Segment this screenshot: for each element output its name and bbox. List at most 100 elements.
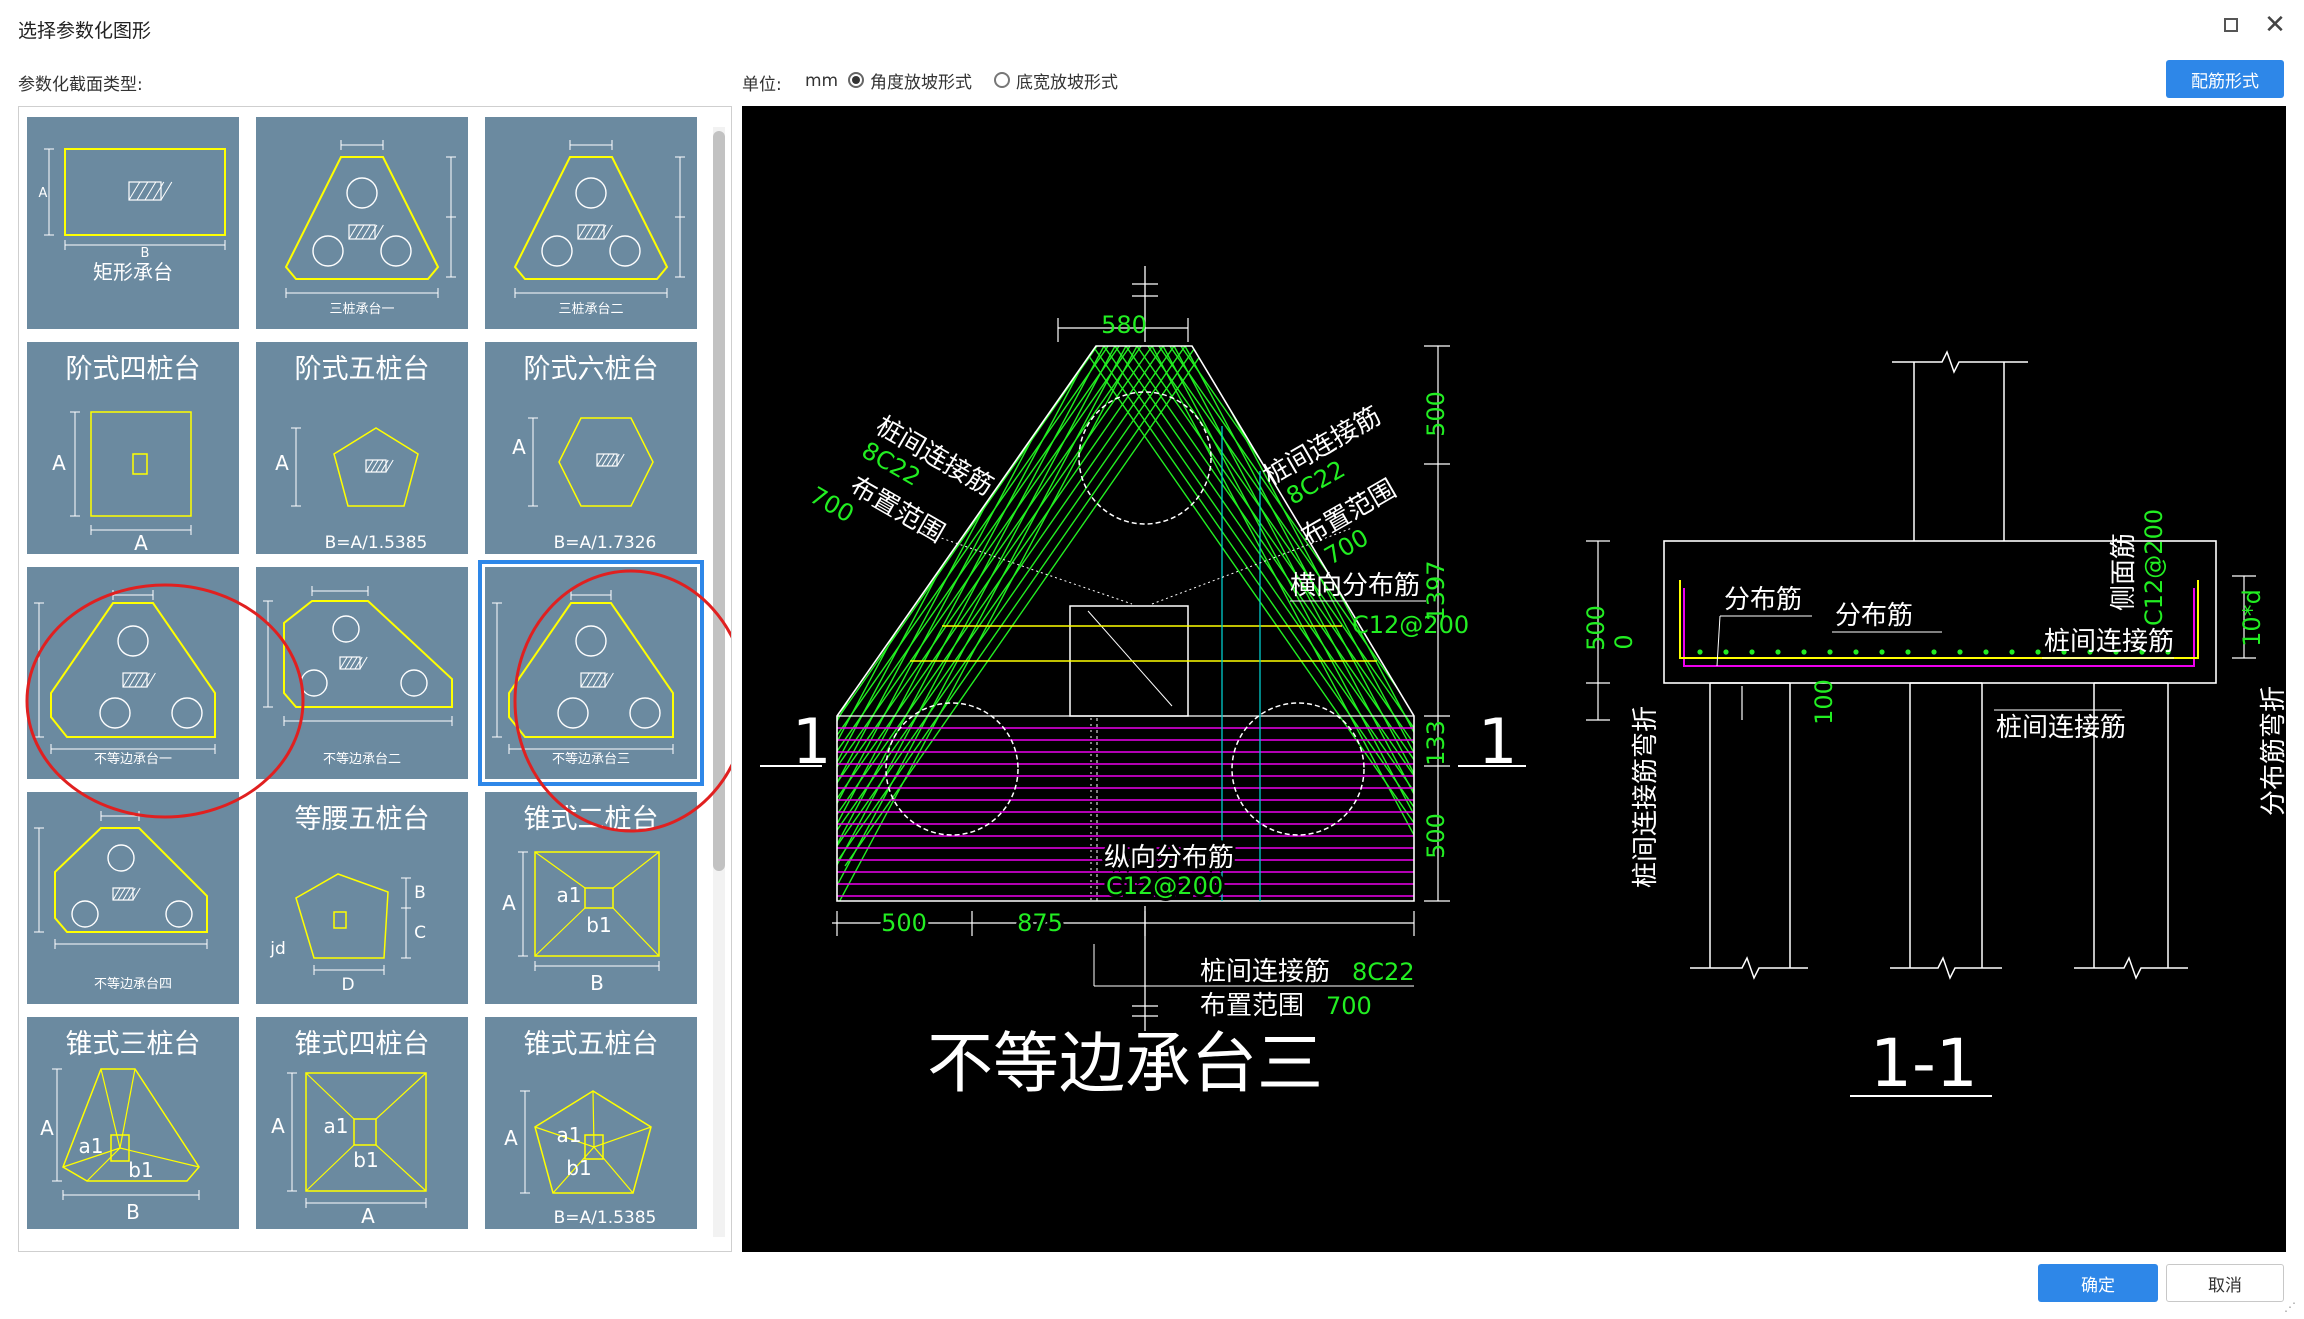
thumbnail-name: 三桩承台二 [558,302,623,317]
close-icon[interactable]: ✕ [2264,10,2286,40]
pile-circle-right [1231,702,1365,836]
rebar-form-button-label: 配筋形式 [2191,71,2259,92]
thumbnail-name: 锥式五桩台 [524,1029,659,1060]
window-title: 选择参数化图形 [18,20,152,42]
thumbnail-item[interactable]: 不等边承台三 [478,560,704,786]
radio-angle-label: 角度放坡形式 [870,72,972,93]
thumbnail-drawing: 不等边承台一 [34,590,216,767]
section-dim-left: 500 [1582,605,1610,651]
thumbnail-item[interactable]: 三桩承台一 [256,117,468,329]
thumbnail-item[interactable]: 不等边承台一 [27,567,239,779]
radio-checked-icon[interactable] [848,72,864,88]
dim-label: A [134,531,148,554]
section-side-val: C12@200 [2140,509,2168,626]
pile-circle-left [885,702,1019,836]
label-bottom-link: 桩间连接筋 [1200,957,1330,987]
dim-label: A [275,451,289,475]
section-dim-100: 100 [1810,679,1838,725]
thumbnail-name: 不等边承台三 [552,751,630,767]
dim-right-low: 133 [1422,720,1450,766]
dim-bottom-left: 500 [881,909,927,937]
ok-button-label: 确定 [2081,1275,2115,1296]
thumbnail-caption: B=A/1.5385 [554,1208,657,1228]
dim-label: A [40,1116,54,1140]
radio-unchecked-icon[interactable] [994,72,1010,88]
scrollbar-thumb[interactable] [713,131,725,871]
thumbnail-drawing: 三桩承台二 [513,140,685,317]
dim-bottom-mid: 875 [1017,909,1063,937]
section-dist-2: 分布筋 [1835,601,1913,631]
thumbnail-name: 不等边承台一 [94,751,172,767]
thumbnail-item[interactable]: 阶式四桩台 A A [27,342,239,555]
section-link-top: 桩间连接筋 [2044,627,2174,657]
cancel-button[interactable]: 取消 [2166,1264,2284,1302]
dim-top: 580 [1101,311,1147,339]
thumbnail-name: 矩形承台 [93,260,173,284]
section-title: 1-1 [1870,1025,1978,1102]
thumbnail-caption: B=A/1.7326 [554,533,657,553]
dim-label: A [52,451,66,475]
radio-width-slope[interactable]: 底宽放坡形式 [994,67,1118,93]
unit-label: 单位: [742,75,782,95]
thumbnail-name: 等腰五桩台 [295,804,430,835]
thumbnail-name: 不等边承台二 [323,751,401,767]
dim-right-mid: 1397 [1422,560,1450,621]
thumbnail-item[interactable]: 三桩承台二 [485,117,697,329]
resize-grip-icon[interactable]: ⋰ [2284,1300,2296,1314]
radio-width-label: 底宽放坡形式 [1016,72,1118,93]
label-transverse: 横向分布筋 [1290,571,1420,601]
rebar-form-button[interactable]: 配筋形式 [2166,60,2284,98]
thumbnail-name: 锥式二桩台 [524,804,659,835]
maximize-icon[interactable] [2224,18,2238,32]
dim-label: A [361,1204,375,1228]
dim-label: A [512,435,526,459]
dim-label: a1 [324,1114,349,1138]
section-dim-left2: 0 [1610,634,1638,649]
section-left-bend: 桩间连接筋弯折 [1631,706,1661,888]
dim-label: B [126,1200,140,1224]
thumbnail-item[interactable]: 不等边承台二 [256,567,468,779]
thumbnail-item[interactable]: 不等边承台四 [27,792,239,1004]
thumbnail-drawing: 阶式四桩台 A A [52,354,201,555]
dim-label: D [341,975,354,995]
thumbnail-drawing: 不等边承台四 [34,811,208,992]
drawing-preview: 580 500 1397 133 500 500 875 1 1 [742,106,2289,1252]
label-transverse-val: C12@200 [1352,611,1469,639]
label-bottom-link-val: 8C22 [1352,958,1415,986]
label-longitudinal-val: C12@200 [1106,872,1223,900]
radio-angle-slope[interactable]: 角度放坡形式 [848,67,972,93]
thumbnail-item[interactable]: 阶式五桩台 A B=A/1.5385 [256,342,468,554]
thumbnail-drawing: 阶式五桩台 A B=A/1.5385 [275,354,430,553]
dim-label: b1 [128,1158,153,1182]
pile-circle-top [1078,391,1212,525]
unit-value: mm [805,71,839,91]
dim-label: A [502,891,516,915]
section-dim-right: 10*d [2238,589,2266,647]
thumbnail-drawing: 三桩承台一 [284,140,456,317]
dim-label: B [414,883,426,903]
dim-label: a1 [557,1123,582,1147]
thumbnail-caption: B=A/1.5385 [325,533,428,553]
section-right-bend: 分布筋弯折 [2259,686,2286,816]
thumb-text: A [39,186,48,201]
drawing-svg: 580 500 1397 133 500 500 875 1 1 [760,266,2289,1102]
thumbnail-drawing: 不等边承台二 [263,586,453,767]
thumbnail-name: 阶式四桩台 [66,354,201,385]
thumbnail-name: 三桩承台一 [329,302,394,317]
ok-button[interactable]: 确定 [2038,1264,2158,1302]
thumbnail-name: 锥式四桩台 [295,1029,430,1060]
thumbnail-name: 阶式五桩台 [295,354,430,385]
section-view: 500 0 100 10*d 分布筋 分布筋 桩间连接筋 桩间连接筋 [1582,350,2289,1102]
